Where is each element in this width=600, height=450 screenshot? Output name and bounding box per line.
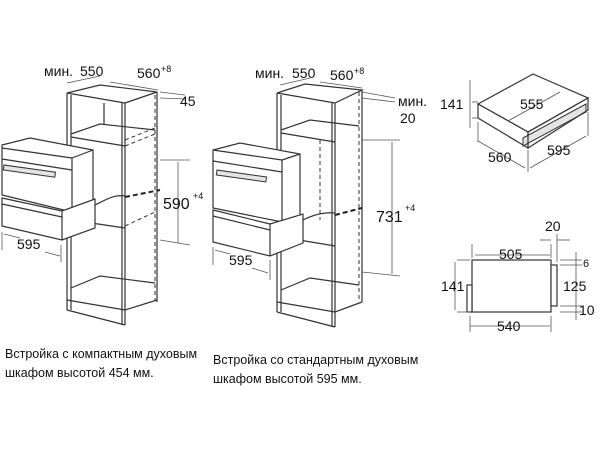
niche-height: 590: [163, 196, 190, 213]
caption-standard-line1: Встройка со стандартным духовым: [213, 353, 419, 367]
depth-min: 550: [80, 63, 104, 79]
gap-min-label: мин.: [398, 93, 427, 109]
drawer-3d: [469, 73, 590, 172]
labels-drawer-3d: 141 555 560 595: [440, 96, 571, 165]
niche-height-tol: +4: [405, 203, 415, 213]
min-label: мин.: [44, 63, 73, 79]
caption-compact: Встройка с компактным духовым шкафом выс…: [5, 345, 197, 383]
drawer-inner-depth: 555: [520, 96, 544, 112]
front-height: 125: [563, 278, 587, 294]
niche-height: 731: [376, 209, 403, 226]
body-depth: 505: [499, 246, 523, 262]
caption-compact-line2: шкафом высотой 454 мм.: [5, 366, 154, 380]
appliance-width: 595: [229, 252, 253, 268]
gap-min: 20: [400, 110, 416, 126]
depth-min: 550: [292, 65, 316, 81]
drawer-height: 141: [440, 96, 464, 112]
drawer-depth: 560: [488, 149, 512, 165]
cabinet-standard: [212, 77, 401, 328]
cabinet-compact: [1, 75, 191, 326]
front-depth: 20: [545, 218, 561, 234]
top-gap: 6: [583, 258, 589, 270]
total-depth: 540: [497, 318, 521, 334]
side-height: 141: [441, 278, 465, 294]
drawer-side-view: [454, 234, 582, 332]
labels-standard: мин. 550 560 +8 мин. 20 731 +4 595: [229, 65, 427, 268]
caption-compact-line1: Встройка с компактным духовым: [5, 347, 198, 361]
caption-standard: Встройка со стандартным духовым шкафом в…: [213, 351, 418, 389]
niche-width-tol: +8: [161, 64, 171, 74]
appliance-width: 595: [17, 236, 41, 252]
top-offset: 45: [180, 93, 196, 109]
caption-standard-line2: шкафом высотой 595 мм.: [213, 372, 362, 386]
bottom-gap: 10: [579, 302, 595, 318]
labels-compact: мин. 550 560 +8 45 590 +4 595: [17, 63, 203, 252]
niche-width: 560: [330, 67, 354, 83]
drawer-width: 595: [547, 142, 571, 158]
labels-drawer-side: 20 505 6 141 125 10 540: [441, 218, 595, 334]
niche-height-tol: +4: [193, 191, 203, 201]
min-label: мин.: [255, 65, 284, 81]
niche-width: 560: [137, 65, 161, 81]
niche-width-tol: +8: [354, 66, 364, 76]
